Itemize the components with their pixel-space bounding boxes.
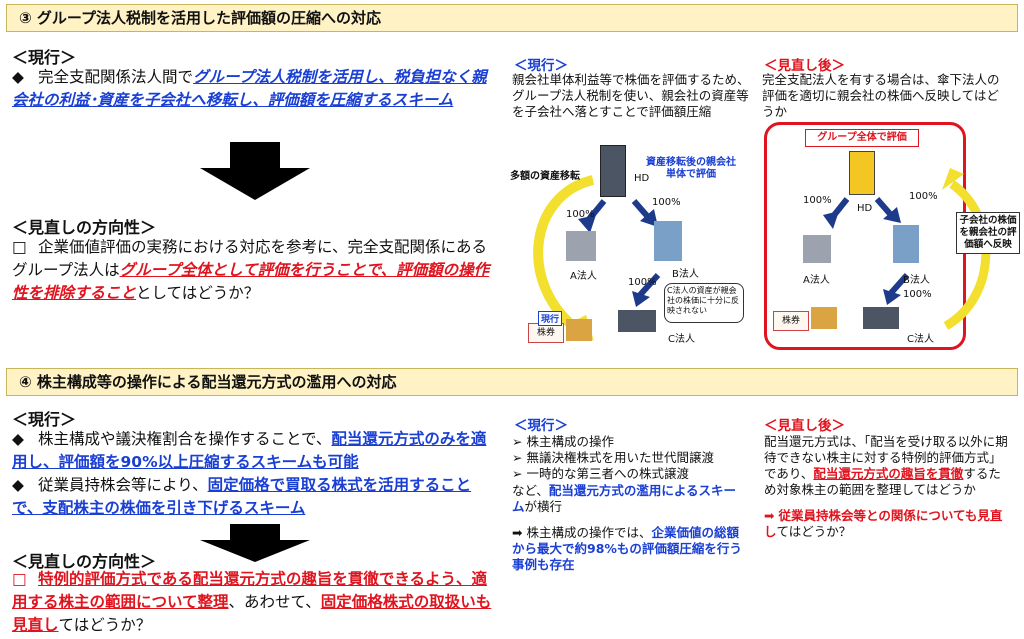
s2-bullet2: ◆ 従業員持株会等により、固定価格で買取る株式を活用することで、支配株主の株価を引… — [12, 474, 498, 520]
company-b-label: B法人 — [672, 269, 699, 280]
stock-certificate-icon-new: 株券 — [773, 311, 809, 331]
square-bullet-icon: □ — [12, 570, 27, 588]
company-b-label-new: B法人 — [903, 275, 930, 286]
diagram-new: グループ全体で評価 HD 100% 100% 100% A法人 B法人 C法人 … — [764, 122, 966, 350]
direction-description: □企業価値評価の実務における対応を参考に、完全支配関係にあるグループ法人はグルー… — [12, 236, 502, 305]
direction-text-end: としてはどうか？ — [136, 284, 260, 302]
diamond-bullet-icon: ◆ — [12, 476, 24, 494]
company-a-label: A法人 — [570, 271, 597, 282]
current-description: ◆ 完全支配関係法人間でグループ法人税制を活用し、税負担なく親会社の利益･資産を子… — [12, 66, 492, 112]
down-arrow-icon — [200, 524, 310, 562]
pct-b-new: 100% — [909, 191, 938, 202]
company-a-building-icon-new — [803, 235, 831, 263]
asset-move-label: 多額の資産移転 — [510, 171, 580, 182]
diagram-new-arrows — [823, 197, 910, 305]
hd-building-icon — [600, 145, 626, 197]
s2-mid-item: ➢ 一時的な第三者への株式譲渡 — [512, 466, 689, 481]
right-arrow-icon: ➡ — [764, 508, 775, 523]
group-eval-label: グループ全体で評価 — [805, 129, 919, 147]
pct-a: 100% — [566, 209, 595, 220]
s2-mid-text3: 株主構成の操作では、 — [526, 525, 652, 540]
diagram-current: 多額の資産移転 HD 資産移転後の親会社単体で評価 100% 100% 100%… — [508, 135, 758, 350]
reflect-side-note: 子会社の株価を親会社の評価額へ反映 — [956, 212, 1020, 254]
pct-a-new: 100% — [803, 195, 832, 206]
s2-right-emphasis: 配当還元方式の趣旨を貫徹 — [813, 466, 964, 481]
company-c-label-new: C法人 — [907, 334, 934, 345]
square-bullet-icon: □ — [12, 238, 27, 256]
factory-icon — [618, 310, 656, 332]
s2-mid-text1: など、 — [512, 483, 549, 498]
direction-label: ＜見直しの方向性＞ — [12, 218, 157, 237]
note-bubble: C法人の資産が親会社の株価に十分に反映されない — [664, 283, 744, 323]
company-b-building-icon-new — [893, 225, 919, 263]
s2-mid-item: ➢ 無議決権株式を用いた世代間譲渡 — [512, 450, 714, 465]
s2-dir-text1: 、あわせて、 — [228, 593, 321, 611]
diamond-bullet-icon: ◆ — [12, 430, 24, 448]
current-emphasis: グループ法人税制を活用し、税負担なく親会社の利益･資産を子会社へ移転し、評価額を… — [12, 68, 487, 109]
s2-dir-text2: てはどうか？ — [58, 616, 152, 634]
diagram-current-text: 親会社単体利益等で株価を評価するため、グループ法人税制を使い、親会社の資産等を子… — [512, 72, 750, 119]
section3-header: ③ グループ法人税制を活用した評価額の圧縮への対応 — [6, 4, 1018, 32]
current-text: 完全支配関係法人間で — [38, 68, 194, 86]
s2-b2-text: 従業員持株会等により、 — [38, 476, 208, 494]
right-arrow-icon: ➡ — [512, 525, 523, 540]
s2-dir-emphasis1: 特例的評価方式である配当還元方式の趣旨を貫徹できるよう、適用する株主の範囲につい… — [12, 570, 488, 611]
s2-mid-emphasis2: 企業価値の総額から最大で約98%もの評価額圧縮を行う事例も存在 — [512, 525, 742, 572]
asset-icon-new — [811, 307, 837, 329]
pct-c-new: 100% — [903, 289, 932, 300]
direction-text: 企業価値評価の実務における対応を参考に、完全支配関係にあるグループ法人は — [12, 238, 488, 279]
section4-header: ④ 株主構成等の操作による配当還元方式の濫用への対応 — [6, 368, 1018, 396]
pct-c: 100% — [628, 277, 657, 288]
s2-right-title: ＜見直し後＞ — [764, 418, 845, 434]
s2-right-emphasis2: 従業員持株会等との関係についても見直し — [764, 508, 1003, 539]
company-a-label-new: A法人 — [803, 275, 830, 286]
s2-right-text2: するため対象株主の範囲を整理してはどうか — [764, 466, 1001, 497]
pct-b: 100% — [652, 197, 681, 208]
s2-mid-item: ➢ 株主構成の操作 — [512, 434, 614, 449]
s2-mid-list: ➢ 株主構成の操作 ➢ 無議決権株式を用いた世代間譲渡 ➢ 一時的な第三者への株… — [512, 434, 748, 573]
diamond-bullet-icon: ◆ — [12, 68, 24, 86]
factory-icon-new — [863, 307, 899, 329]
company-a-building-icon — [566, 231, 596, 261]
current-label: ＜現行＞ — [12, 48, 77, 67]
down-arrow-icon — [200, 142, 310, 200]
diagram-current-title: ＜現行＞ — [514, 58, 568, 74]
s2-right-text1: 配当還元方式は、「配当を受け取る以外に期待できない株主に対する特例的評価方式」で… — [764, 434, 1008, 481]
eval-note: 資産移転後の親会社単体で評価 — [646, 157, 736, 180]
asset-icon — [566, 319, 592, 341]
s2-b1-text: 株主構成や議決権割合を操作することで、 — [38, 430, 332, 448]
s2-direction: □特例的評価方式である配当還元方式の趣旨を貫徹できるよう、適用する株主の範囲につ… — [12, 568, 498, 637]
s2-right-text3: てはどうか？ — [776, 524, 852, 539]
s2-mid-emphasis: 配当還元方式の濫用によるスキーム — [512, 483, 737, 514]
company-c-label: C法人 — [668, 334, 695, 345]
hd-building-icon-yellow — [849, 151, 875, 195]
current-tag: 現行 — [538, 311, 563, 326]
hd-label: HD — [634, 173, 650, 184]
reflect-arrow-icon — [942, 168, 991, 330]
s2-right-text: 配当還元方式は、「配当を受け取る以外に期待できない株主に対する特例的評価方式」で… — [764, 434, 1012, 540]
diagram-new-text: 完全支配法人を有する場合は、傘下法人の評価を適切に親会社の株価へ反映してはどうか — [762, 72, 1000, 119]
company-b-building-icon — [654, 221, 682, 261]
s2-b1-emphasis: 配当還元方式のみを適用し、評価額を90%以上圧縮するスキームも可能 — [12, 430, 487, 471]
stock-certificate-icon: 株券 — [528, 323, 564, 343]
direction-emphasis: グループ全体として評価を行うことで、評価額の操作性を排除すること — [12, 261, 490, 302]
s2-b2-emphasis: 固定価格で買取る株式を活用することで、支配株主の株価を引き下げるスキーム — [12, 476, 472, 517]
s2-mid-text2: が横行 — [524, 499, 563, 514]
hd-label-new: HD — [857, 203, 873, 214]
diagram-new-title: ＜見直し後＞ — [764, 58, 845, 74]
s2-direction-label: ＜見直しの方向性＞ — [12, 552, 157, 571]
s2-dir-emphasis2: 固定価格株式の取扱いも見直し — [12, 593, 492, 634]
s2-mid-title: ＜現行＞ — [514, 418, 568, 434]
s2-bullet1: ◆ 株主構成や議決権割合を操作することで、配当還元方式のみを適用し、評価額を90%… — [12, 428, 498, 474]
s2-current-label: ＜現行＞ — [12, 410, 77, 429]
